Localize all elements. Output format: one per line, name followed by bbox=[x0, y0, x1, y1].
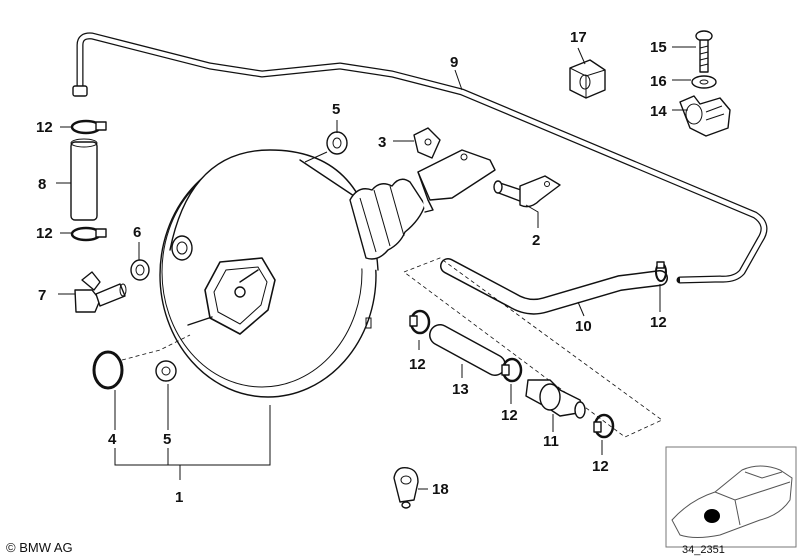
check-valve-elbow-part[interactable] bbox=[74, 271, 127, 313]
hose-clamp-part-2[interactable] bbox=[409, 309, 431, 335]
pushrod-boot-part[interactable] bbox=[349, 149, 496, 260]
o-ring-part[interactable] bbox=[92, 350, 124, 390]
screw-part[interactable] bbox=[695, 30, 713, 73]
grommet-part[interactable] bbox=[326, 131, 348, 155]
short-hose-part[interactable] bbox=[429, 324, 506, 376]
copyright-text: © BMW AG bbox=[6, 540, 73, 555]
callout-3: 3 bbox=[378, 134, 386, 151]
leader-lines bbox=[56, 46, 696, 490]
callout-8: 8 bbox=[38, 176, 46, 193]
callout-9: 9 bbox=[450, 54, 458, 71]
callout-14: 14 bbox=[650, 103, 667, 120]
drawing-number: 34_2351 bbox=[682, 544, 725, 556]
bracket-part[interactable] bbox=[569, 59, 606, 99]
callout-11: 11 bbox=[543, 433, 559, 450]
callout-5-lower: 5 bbox=[163, 431, 171, 448]
callout-labels: 1 2 3 4 5 5 6 7 8 9 10 11 12 12 12 12 12… bbox=[36, 29, 667, 506]
washer-part[interactable] bbox=[691, 75, 717, 89]
callout-13: 13 bbox=[452, 381, 469, 398]
callout-17: 17 bbox=[570, 29, 587, 46]
callout-12-b: 12 bbox=[36, 225, 53, 242]
hose-clamp-part-5[interactable] bbox=[655, 261, 667, 282]
callout-1: 1 bbox=[175, 489, 183, 506]
callout-18: 18 bbox=[432, 481, 449, 498]
booster-location-marker bbox=[704, 509, 720, 523]
callout-12-d: 12 bbox=[409, 356, 426, 373]
callout-12-f: 12 bbox=[592, 458, 609, 475]
callout-4: 4 bbox=[108, 431, 117, 448]
callout-6: 6 bbox=[133, 224, 141, 241]
callout-2: 2 bbox=[532, 232, 540, 249]
callout-12-a: 12 bbox=[36, 119, 53, 136]
vacuum-line-part[interactable] bbox=[72, 32, 768, 284]
clip-part[interactable] bbox=[413, 127, 441, 159]
callout-16: 16 bbox=[650, 73, 667, 90]
callout-12-c: 12 bbox=[650, 314, 667, 331]
hose-clamp-part[interactable] bbox=[70, 119, 107, 135]
clevis-pin-part[interactable] bbox=[493, 175, 561, 208]
retaining-clip-part[interactable] bbox=[393, 467, 419, 509]
holder-part[interactable] bbox=[679, 95, 731, 137]
callout-12-e: 12 bbox=[501, 407, 518, 424]
location-inset[interactable]: 34_2351 bbox=[665, 446, 797, 556]
check-valve-part[interactable] bbox=[525, 379, 586, 419]
hose-clamp-part-4[interactable] bbox=[593, 413, 615, 439]
callout-10: 10 bbox=[575, 318, 592, 335]
hose-part[interactable] bbox=[403, 257, 668, 438]
brake-booster-part[interactable] bbox=[159, 149, 379, 398]
grommet-part-lower[interactable] bbox=[155, 360, 177, 382]
hose-clamp-part-lower[interactable] bbox=[70, 226, 107, 242]
hose-section-part[interactable] bbox=[70, 138, 98, 221]
hose-clamp-part-3[interactable] bbox=[501, 357, 523, 383]
callout-7: 7 bbox=[38, 287, 46, 304]
callout-15: 15 bbox=[650, 39, 667, 56]
rubber-grommet-part[interactable] bbox=[130, 259, 150, 281]
callout-5-upper: 5 bbox=[332, 101, 340, 118]
